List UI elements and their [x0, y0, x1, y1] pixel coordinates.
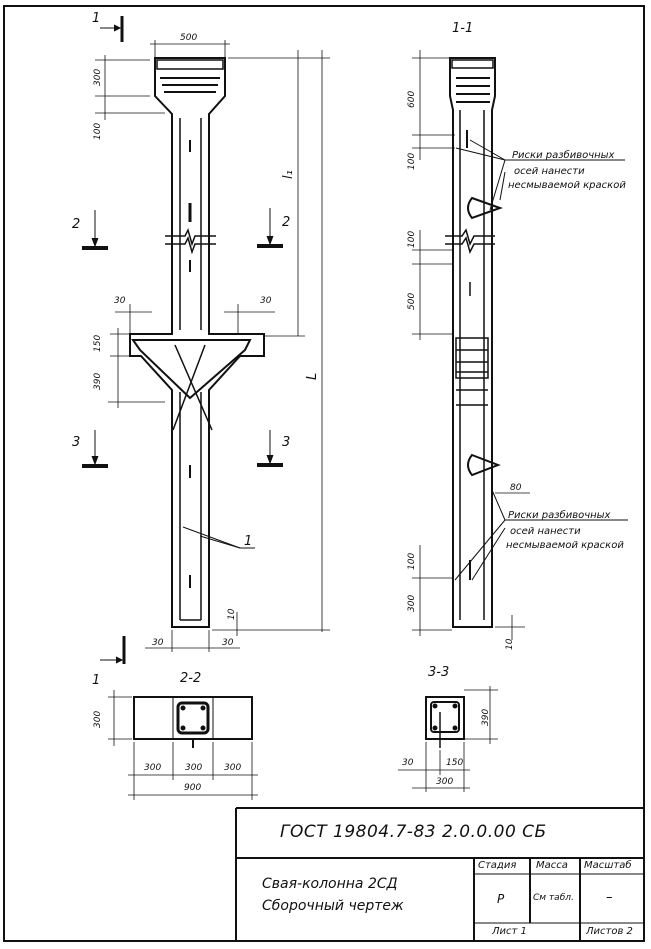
- note-bottom-line2: осей нанести: [510, 526, 581, 537]
- front-view: [129, 57, 265, 628]
- dim-s33-30: 30: [402, 758, 414, 768]
- dim-s33-150: 150: [446, 758, 463, 768]
- dim-side-10: 10: [505, 638, 515, 650]
- dim-s22-total: 900: [184, 783, 201, 793]
- header-scale: Масштаб: [584, 860, 632, 871]
- cut-label-3-left: 3: [72, 435, 80, 450]
- dim-console-30-right: 30: [260, 296, 272, 306]
- dim-bottom-30-left: 30: [152, 638, 164, 648]
- note-top-line3: несмываемой краской: [508, 180, 626, 191]
- front-dimensions: [95, 40, 330, 652]
- section-3-3-view: [398, 686, 498, 792]
- dim-s22-height: 300: [93, 711, 103, 728]
- dim-bottom-10: 10: [227, 608, 237, 620]
- section-1-1-title: 1-1: [452, 21, 473, 36]
- section-2-2-view: [108, 690, 258, 800]
- cut-label-2-right: 2: [282, 215, 290, 230]
- l1-label: l₁: [281, 170, 296, 179]
- cut-label-3-right: 3: [282, 435, 290, 450]
- sheets-total: Листов 2: [586, 926, 633, 937]
- header-mass: Масса: [536, 860, 568, 871]
- header-stage: Стадия: [478, 860, 517, 871]
- rebar-callout-label: 1: [244, 534, 252, 549]
- dim-console-150: 150: [93, 335, 103, 352]
- dim-side-100-bot: 100: [407, 553, 417, 570]
- L-label: L: [305, 373, 320, 380]
- cut-label-1-bottom: 1: [92, 673, 100, 688]
- note-bottom-line1: Риски разбивочных: [508, 509, 611, 521]
- dim-top-width: 500: [180, 33, 197, 43]
- dim-side-500: 500: [407, 293, 417, 310]
- sheet-number: Лист 1: [492, 926, 527, 937]
- section-3-3-title: 3-3: [428, 665, 449, 680]
- side-dimensions: [412, 50, 530, 640]
- dim-head-100: 100: [93, 123, 103, 140]
- side-view: [445, 57, 628, 628]
- scale-value: –: [606, 890, 613, 905]
- dim-s22-w3: 300: [224, 763, 241, 773]
- sheet-frame: [3, 5, 645, 942]
- dim-bottom-30-right: 30: [222, 638, 234, 648]
- section-2-2-title: 2-2: [180, 671, 201, 686]
- dim-s22-w1: 300: [144, 763, 161, 773]
- dim-s22-w2: 300: [185, 763, 202, 773]
- note-top-line2: осей нанести: [514, 166, 585, 177]
- stage-value: Р: [497, 892, 505, 906]
- dim-side-100-mid: 100: [407, 231, 417, 248]
- dim-s33-height: 390: [481, 709, 491, 726]
- dim-side-80: 80: [510, 483, 522, 493]
- mass-value: См табл.: [533, 893, 574, 903]
- doc-name-line2: Сборочный чертеж: [262, 898, 404, 914]
- dim-side-600: 600: [407, 91, 417, 108]
- cut-label-1-top: 1: [92, 11, 100, 26]
- dim-console-30-left: 30: [114, 296, 126, 306]
- note-bottom-line3: несмываемой краской: [506, 540, 624, 551]
- dim-console-390: 390: [93, 373, 103, 390]
- cut-marks: [82, 16, 283, 664]
- dim-s33-300: 300: [436, 777, 453, 787]
- doc-code: ГОСТ 19804.7-83 2.0.0.00 СБ: [280, 822, 547, 842]
- doc-name-line1: Свая-колонна 2СД: [262, 876, 398, 892]
- dim-side-100-top: 100: [407, 153, 417, 170]
- cut-label-2-left: 2: [72, 217, 80, 232]
- title-block-frame: [235, 807, 644, 941]
- dim-head-300: 300: [93, 69, 103, 86]
- dim-side-300: 300: [407, 595, 417, 612]
- note-top-line1: Риски разбивочных: [512, 149, 615, 161]
